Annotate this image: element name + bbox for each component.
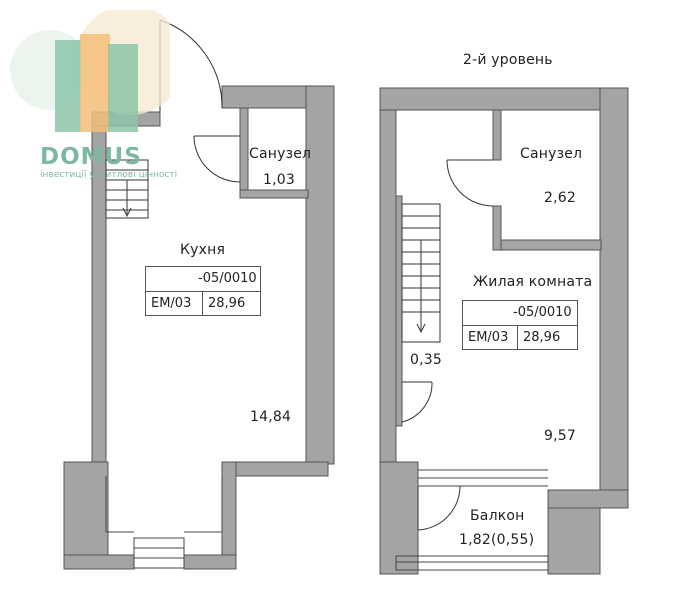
level-2-title: 2-й уровень	[463, 52, 553, 68]
apartment-series: EM/03	[151, 296, 192, 311]
level-1-bathroom-area: 1,03	[263, 172, 295, 188]
apartment-code: -05/0010	[198, 271, 257, 286]
level-1-window	[105, 476, 223, 569]
apartment-code: -05/0010	[513, 305, 572, 320]
level-1-stair	[105, 159, 149, 219]
level-2-bathroom-area: 2,62	[544, 190, 576, 206]
apartment-series: EM/03	[468, 330, 509, 345]
level-2-plan	[379, 87, 629, 575]
level-1-apartment-tag: -05/0010 EM/03 28,96	[145, 266, 261, 316]
apartment-total-area: 28,96	[208, 296, 246, 311]
brand-name: DOMUS	[40, 144, 142, 170]
level-2-living-room-area: 9,57	[544, 428, 576, 444]
level-2-bathroom-name: Санузел	[520, 146, 583, 162]
level-1-bathroom-name: Санузел	[249, 146, 312, 162]
level-2-stair-area: 0,35	[410, 352, 442, 368]
level-2-balcony-name: Балкон	[470, 508, 525, 524]
level-2-stair	[401, 203, 441, 343]
level-2-balcony	[395, 469, 549, 571]
level-2-apartment-tag: -05/0010 EM/03 28,96	[462, 300, 578, 350]
level-1-kitchen-area: 14,84	[250, 409, 292, 425]
level-1-plan	[63, 85, 335, 570]
buildings-icon	[10, 5, 185, 132]
level-1-kitchen-name: Кухня	[180, 242, 226, 258]
apartment-total-area: 28,96	[523, 330, 561, 345]
level-2-doors	[401, 159, 494, 531]
level-2-living-room-name: Жилая комната	[473, 274, 593, 290]
level-2-balcony-area: 1,82(0,55)	[459, 532, 535, 548]
domus-logo: DOMUS інвестиції у житлові цінності	[10, 5, 185, 180]
brand-tagline: інвестиції у житлові цінності	[40, 170, 178, 180]
